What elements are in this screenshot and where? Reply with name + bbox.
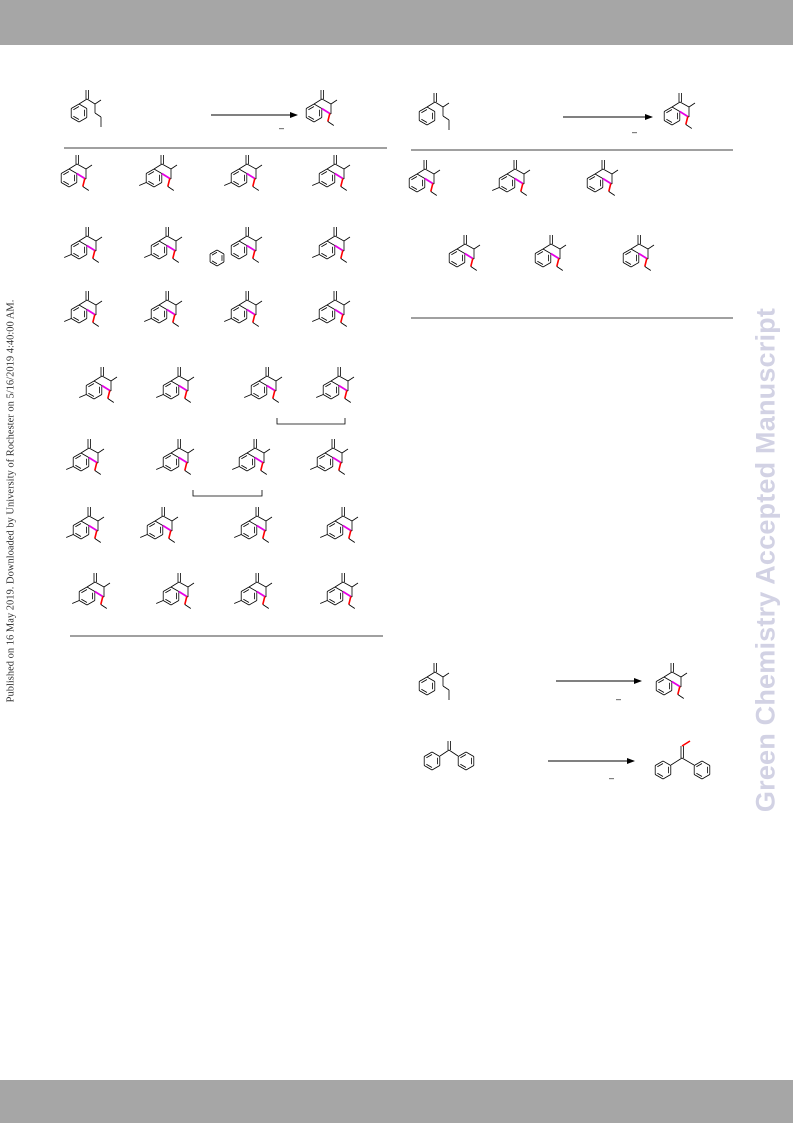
molecule-structure-32 xyxy=(234,573,273,609)
molecule-structure-36 xyxy=(586,160,619,196)
molecule-structure-25 xyxy=(310,439,349,475)
molecule-structure-15 xyxy=(144,291,183,327)
molecule-structure-39 xyxy=(622,235,655,271)
molecule-structure-6 xyxy=(60,155,93,191)
molecule-structure-3 xyxy=(663,93,696,129)
molecule-structures xyxy=(60,90,711,780)
molecule-structure-28 xyxy=(234,507,273,543)
molecule-structure-21 xyxy=(316,367,355,403)
molecule-structure-37 xyxy=(448,235,481,271)
footer-bar xyxy=(0,1080,793,1123)
molecule-structure-0 xyxy=(70,90,102,127)
molecule-structure-30 xyxy=(72,573,111,609)
molecule-structure-20 xyxy=(244,367,283,403)
molecule-structure-diphenylethylene-product xyxy=(654,740,711,780)
molecule-structure-11 xyxy=(144,227,183,263)
molecule-structure-19 xyxy=(156,367,195,403)
molecule-structure-4 xyxy=(418,663,450,700)
molecule-structure-7 xyxy=(139,155,178,191)
molecule-structure-13 xyxy=(312,227,351,263)
molecule-structure-2 xyxy=(418,93,450,130)
molecule-structure-5 xyxy=(655,663,688,699)
molecule-structure-diphenylethylene xyxy=(423,741,475,771)
molecule-structure-14 xyxy=(64,291,103,327)
molecule-structure-8 xyxy=(224,155,263,191)
molecule-structure-10 xyxy=(64,227,103,263)
molecule-structure-33 xyxy=(320,573,359,609)
molecule-structure-34 xyxy=(408,160,441,196)
reaction-c-minus: – xyxy=(616,694,621,704)
molecule-structure-26 xyxy=(66,507,105,543)
molecule-structure-24 xyxy=(232,439,271,475)
molecule-structure-29 xyxy=(320,507,359,543)
molecule-structure-31 xyxy=(156,573,195,609)
pair-bracket-1 xyxy=(276,418,346,425)
molecule-structure-35 xyxy=(492,160,531,196)
molecule-structure-22 xyxy=(66,439,105,475)
molecule-structure-27 xyxy=(140,507,179,543)
pair-bracket-2 xyxy=(192,490,263,497)
molecule-structure-17 xyxy=(312,291,351,327)
molecule-structure-38 xyxy=(534,235,567,271)
molecule-structure-16 xyxy=(224,291,263,327)
molecule-structure-9 xyxy=(312,155,351,191)
molecule-structure-12 xyxy=(209,227,263,267)
molecule-structure-1 xyxy=(305,90,338,126)
molecule-structure-23 xyxy=(156,439,195,475)
reaction-b-minus: – xyxy=(632,127,637,137)
molecule-structure-18 xyxy=(79,367,118,403)
reaction-d-minus: – xyxy=(609,773,614,783)
header-bar xyxy=(0,0,793,45)
reaction-a-minus: – xyxy=(279,123,284,133)
